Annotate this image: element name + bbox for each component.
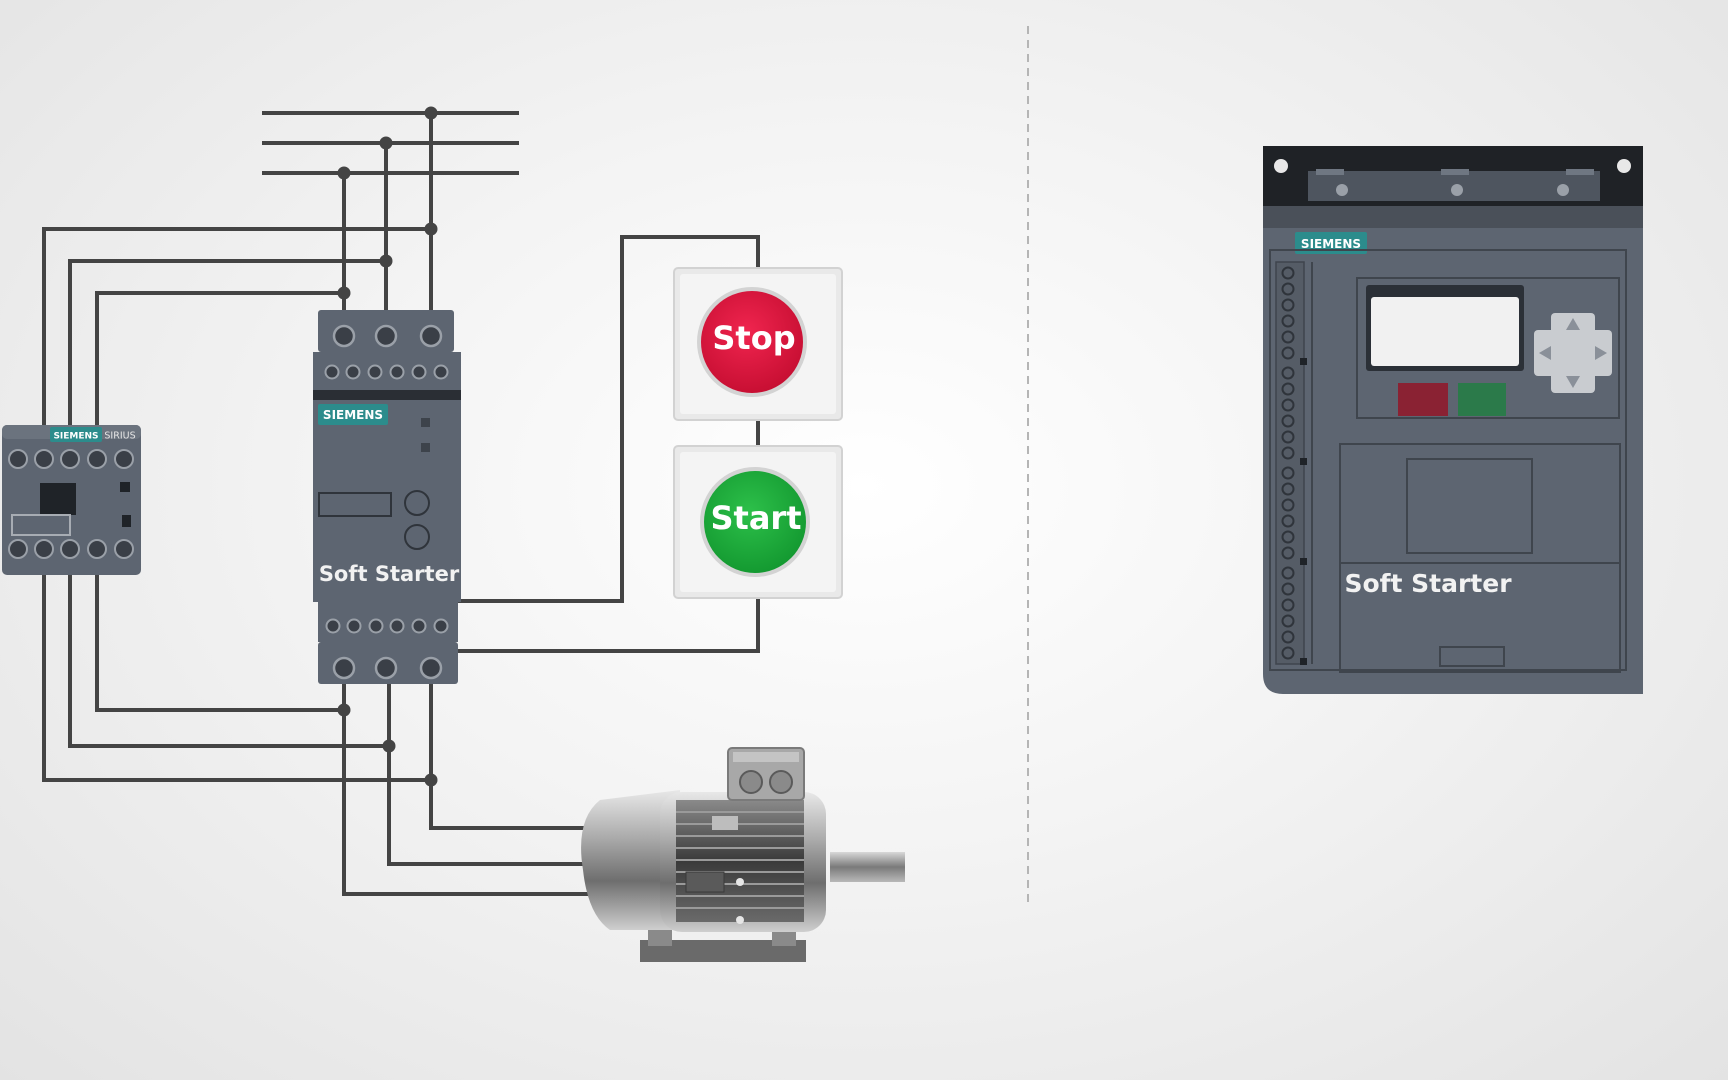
motor-nameplate	[685, 871, 725, 893]
arrow-left-icon[interactable]	[1539, 346, 1551, 360]
arrow-right-icon[interactable]	[1595, 346, 1607, 360]
bypass-feed-1	[42, 227, 431, 425]
stop-push-button[interactable]: Stop	[673, 267, 843, 421]
motor-lead-2	[387, 675, 590, 866]
start-push-button[interactable]: Start	[673, 445, 843, 599]
soft-starter-panel: SIEMENS	[1263, 146, 1643, 694]
bypass-feed-2	[68, 259, 386, 425]
control-wire-start	[413, 598, 760, 653]
soft-starter-brand-badge	[318, 404, 388, 425]
motor-lead-3	[342, 675, 590, 896]
panel-navigation-keypad[interactable]	[1534, 313, 1612, 393]
arrow-down-icon[interactable]	[1566, 376, 1580, 388]
soft-starter-control-terminals-bottom	[325, 618, 449, 634]
induction-motor	[581, 747, 905, 962]
bypass-contactor: SIEMENS SIRIUS	[2, 425, 141, 575]
stop-button-label: Stop	[712, 319, 795, 357]
wire-junctions	[337, 106, 438, 787]
start-button-label: Start	[710, 499, 801, 537]
bypass-return-3	[95, 575, 344, 712]
panel-display-screen	[1371, 297, 1519, 366]
panel-brand-badge	[1295, 232, 1367, 254]
soft-starter-bottom-terminals	[332, 656, 443, 680]
contactor-brand-badge	[50, 427, 102, 442]
contactor-bottom-terminals	[8, 539, 134, 559]
contactor-top-terminals	[8, 449, 134, 469]
wiring	[42, 111, 760, 896]
panel-led-green	[1458, 383, 1506, 416]
panel-terminal-strip	[1281, 266, 1295, 660]
motor-lead-1	[429, 675, 600, 830]
contactor-brand: SIEMENS	[53, 432, 98, 442]
soft-starter-control-terminals-top	[324, 364, 449, 380]
panel-led-red	[1398, 383, 1448, 416]
panel-brand: SIEMENS	[1301, 237, 1361, 251]
panel-label: Soft Starter	[1344, 569, 1512, 598]
arrow-up-icon[interactable]	[1566, 318, 1580, 330]
bypass-return-2	[68, 575, 389, 748]
motor-shaft	[830, 852, 905, 882]
bypass-feed-3	[95, 291, 344, 425]
soft-starter-top-terminals	[332, 324, 443, 348]
soft-starter-brand: SIEMENS	[323, 408, 383, 422]
stop-button-cap[interactable]	[701, 291, 803, 393]
bypass-return-1	[42, 575, 431, 782]
start-button-cap[interactable]	[704, 471, 806, 573]
soft-starter-label: Soft Starter	[319, 562, 460, 586]
soft-starter-compact: SIEMENS Soft Starter	[313, 310, 461, 684]
contactor-series: SIRIUS	[104, 431, 135, 442]
